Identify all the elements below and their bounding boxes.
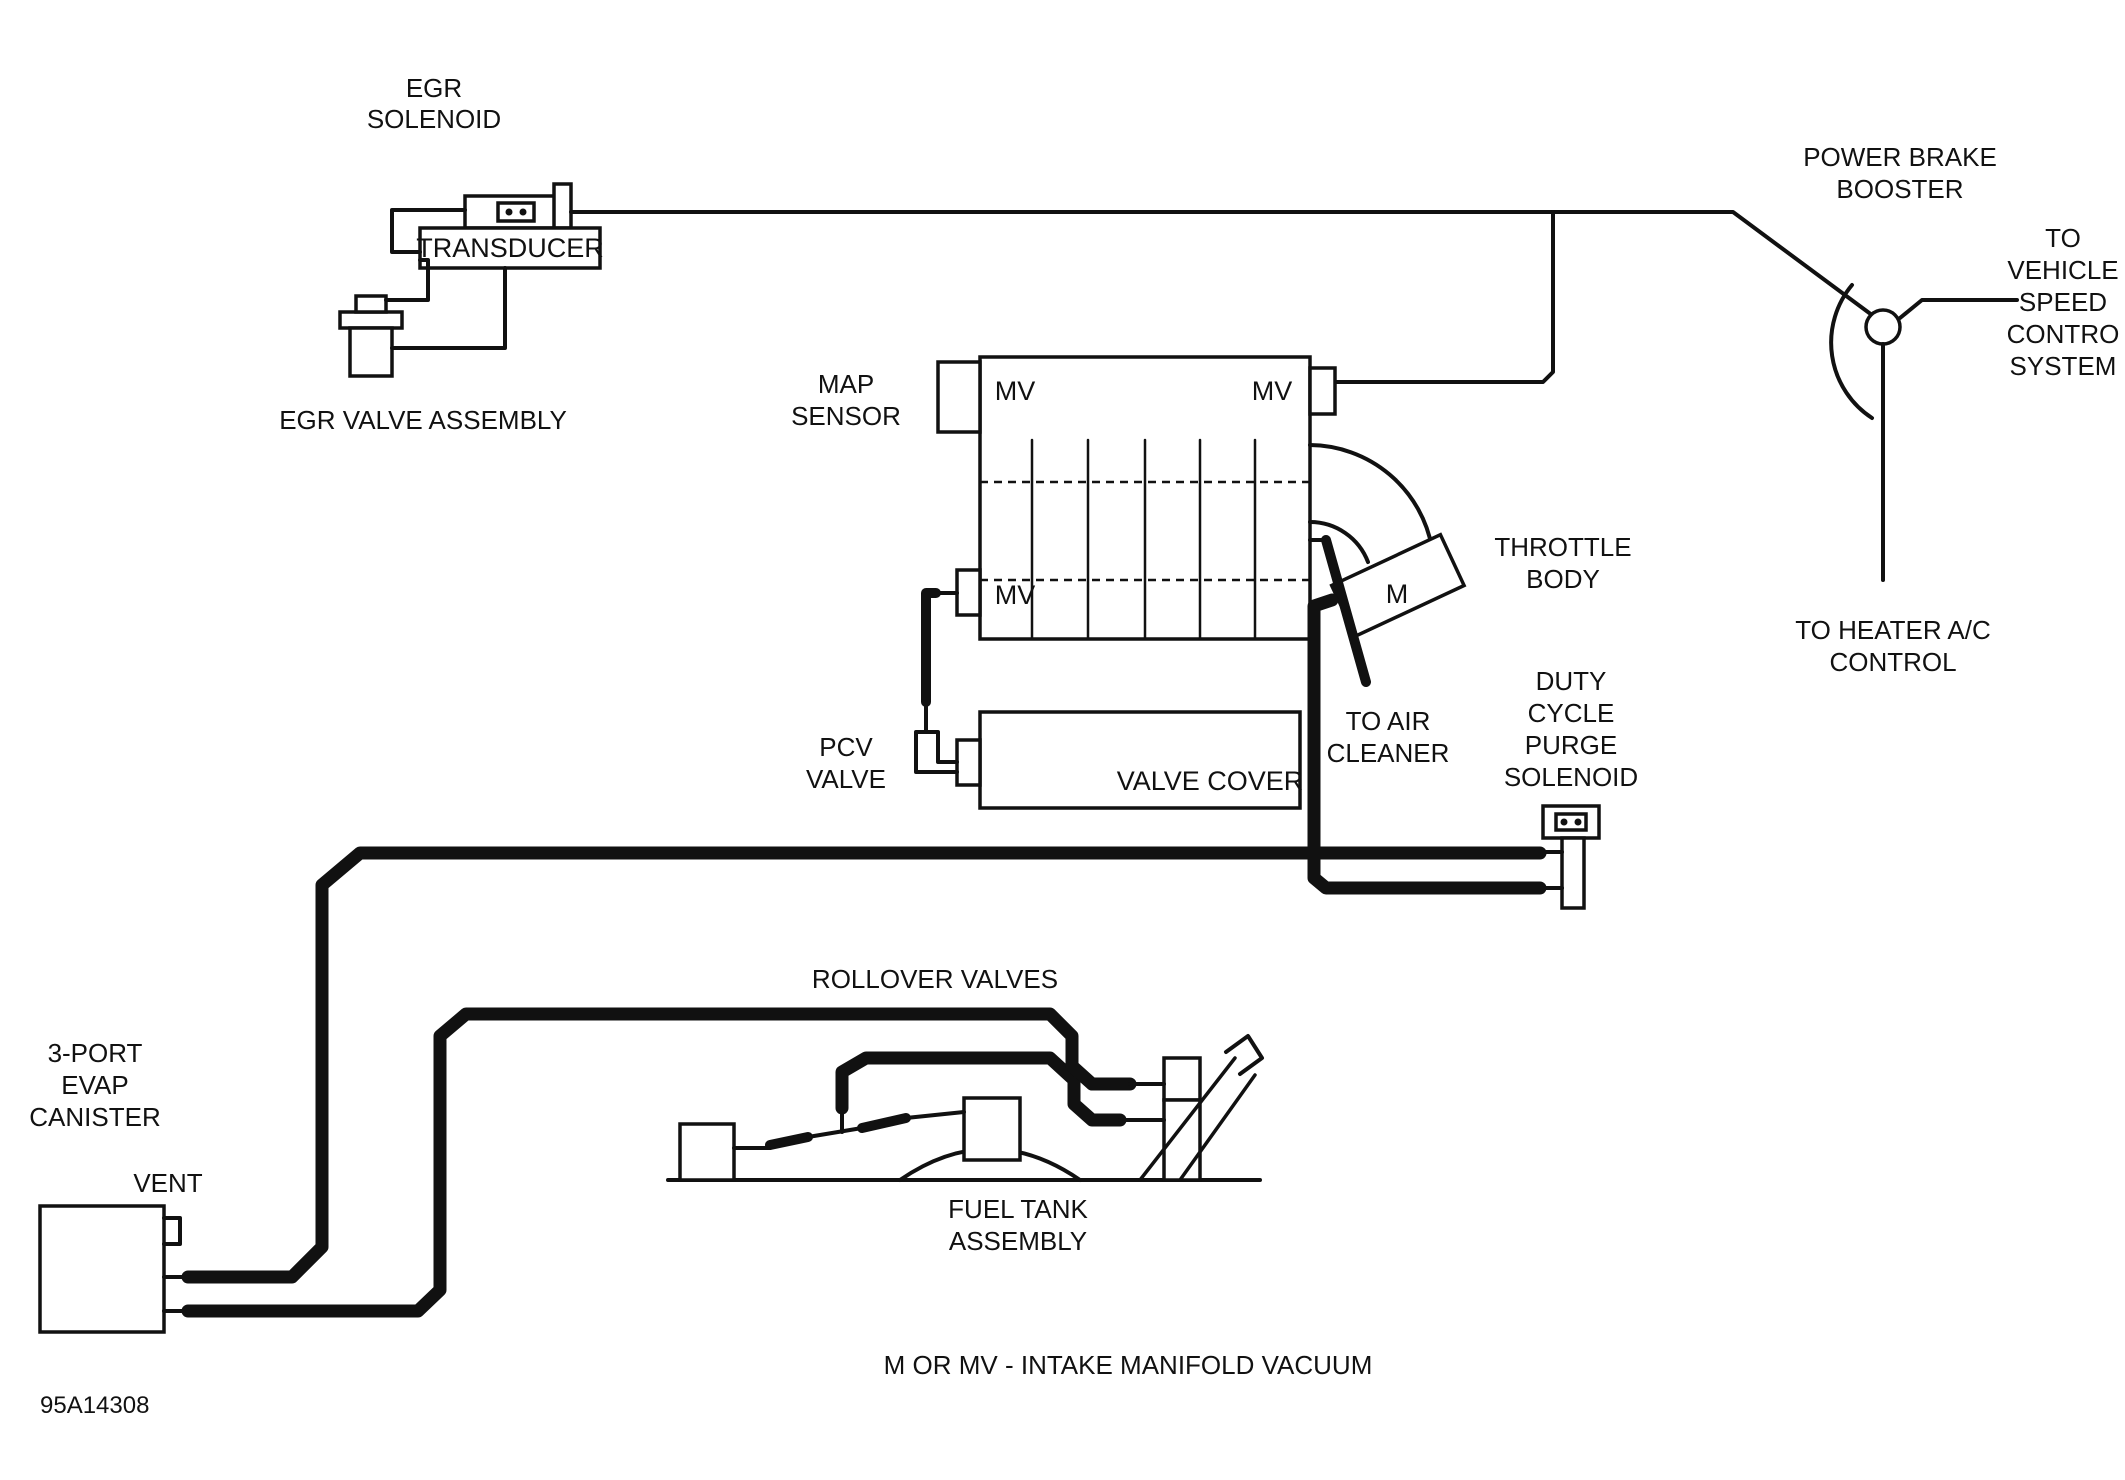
- transducer-label: TRANSDUCER: [416, 233, 604, 263]
- throttle-body: [1308, 443, 1467, 687]
- heater-ac-label-line1: TO HEATER A/C: [1795, 615, 1991, 645]
- transducer-box: [418, 226, 602, 270]
- booster-diaphragm: [1829, 283, 1874, 420]
- purge-solenoid-label-line3: PURGE: [1525, 730, 1617, 760]
- purge-solenoid-label-line2: CYCLE: [1528, 698, 1615, 728]
- map-sensor-label-line1: MAP: [818, 369, 874, 399]
- evap-canister-label-line3: CANISTER: [29, 1102, 160, 1132]
- pcv-valve-port: [955, 738, 982, 787]
- fuel-tank-label-line2: ASSEMBLY: [949, 1226, 1087, 1256]
- air-cleaner-label-line1: TO AIR: [1346, 706, 1431, 736]
- egr-to-booster-line: [569, 210, 1878, 320]
- rollover-valve-right-top: [1162, 1056, 1202, 1102]
- egr-solenoid-assembly: TRANSDUCER: [338, 182, 604, 378]
- canister-to-purge-hose: [181, 846, 1547, 1284]
- egr-valve-flange: [338, 310, 404, 330]
- valve-cover-assembly: [914, 588, 1302, 810]
- fuel-tank-assembly: [666, 1034, 1264, 1182]
- throttle-m-label: M: [1386, 579, 1409, 609]
- figure-code: 95A14308: [40, 1392, 149, 1419]
- purge-solenoid-body: [1560, 836, 1586, 910]
- mv-label-top-right: MV: [1252, 376, 1293, 406]
- power-brake-booster-label-line2: BOOSTER: [1836, 174, 1963, 204]
- map-sensor: [936, 360, 982, 434]
- rollover-valve-hose-lower: [835, 1051, 1127, 1127]
- fuel-sender: [962, 1096, 1022, 1162]
- pcv-valve-label-line1: PCV: [819, 732, 873, 762]
- speed-control-label-line5: SYSTEM: [2010, 351, 2117, 381]
- mv-port-right: [1308, 366, 1337, 416]
- legend-text: M OR MV - INTAKE MANIFOLD VACUUM: [884, 1350, 1373, 1380]
- fuel-filler-cap: [1224, 1034, 1264, 1076]
- fuel-tank-label-line1: FUEL TANK: [948, 1194, 1088, 1224]
- vent-port: [162, 1216, 182, 1246]
- evap-canister-label-line1: 3-PORT: [48, 1038, 143, 1068]
- egr-valve-body: [348, 326, 394, 378]
- booster-check-valve: [1864, 308, 1902, 346]
- egr-solenoid-port: [552, 182, 573, 230]
- power-brake-booster-label-line1: POWER BRAKE: [1803, 142, 1997, 172]
- rollover-valve-left: [678, 1122, 736, 1182]
- canister-to-rollover-hose: [181, 1007, 1137, 1318]
- egr-solenoid-connector: [496, 201, 536, 223]
- valve-cover-label: VALVE COVER: [1117, 766, 1304, 796]
- heater-ac-label-line2: CONTROL: [1829, 647, 1956, 677]
- pcv-valve: [924, 700, 959, 764]
- mv-label-top-left: MV: [995, 376, 1036, 406]
- speed-control-label-line4: CONTRO: [2007, 319, 2120, 349]
- to-speed-control-line: [1898, 298, 2019, 320]
- throttle-body-label-line1: THROTTLE: [1494, 532, 1631, 562]
- speed-control-label-line2: VEHICLE: [2007, 255, 2118, 285]
- valve-cover: [978, 710, 1302, 810]
- mv-port-lower: [955, 568, 982, 617]
- egr-solenoid-label-line1: EGR: [406, 73, 462, 103]
- map-sensor-label-line2: SENSOR: [791, 401, 901, 431]
- egr-solenoid-label-line2: SOLENOID: [367, 104, 501, 134]
- speed-control-label-line1: TO: [2045, 223, 2081, 253]
- throttle-to-purge-hose: [1307, 593, 1547, 895]
- evap-canister: [38, 1204, 190, 1334]
- air-cleaner-label-line2: CLEANER: [1327, 738, 1450, 768]
- purge-solenoid-label-line4: SOLENOID: [1504, 762, 1638, 792]
- speed-control-label-line3: SPEED: [2019, 287, 2107, 317]
- pcv-hose: [921, 588, 941, 707]
- throttle-body-label-line2: BODY: [1526, 564, 1600, 594]
- power-brake-booster: [1829, 283, 2019, 582]
- purge-solenoid-label-line1: DUTY: [1536, 666, 1607, 696]
- rollover-valves-label: ROLLOVER VALVES: [812, 964, 1058, 994]
- manifold-to-booster-line: [1333, 210, 1555, 384]
- purge-solenoid-connector: [1554, 812, 1588, 832]
- egr-valve-assembly-label: EGR VALVE ASSEMBLY: [279, 405, 567, 435]
- evap-canister-body: [38, 1204, 166, 1334]
- air-cleaner-hose: [1321, 535, 1371, 687]
- intake-manifold: [936, 355, 1337, 641]
- pcv-valve-label-line2: VALVE: [806, 764, 886, 794]
- duty-cycle-purge-solenoid: [1538, 804, 1601, 910]
- vent-label: VENT: [133, 1168, 202, 1198]
- mv-label-lower: MV: [995, 580, 1036, 610]
- evap-canister-label-line2: EVAP: [61, 1070, 128, 1100]
